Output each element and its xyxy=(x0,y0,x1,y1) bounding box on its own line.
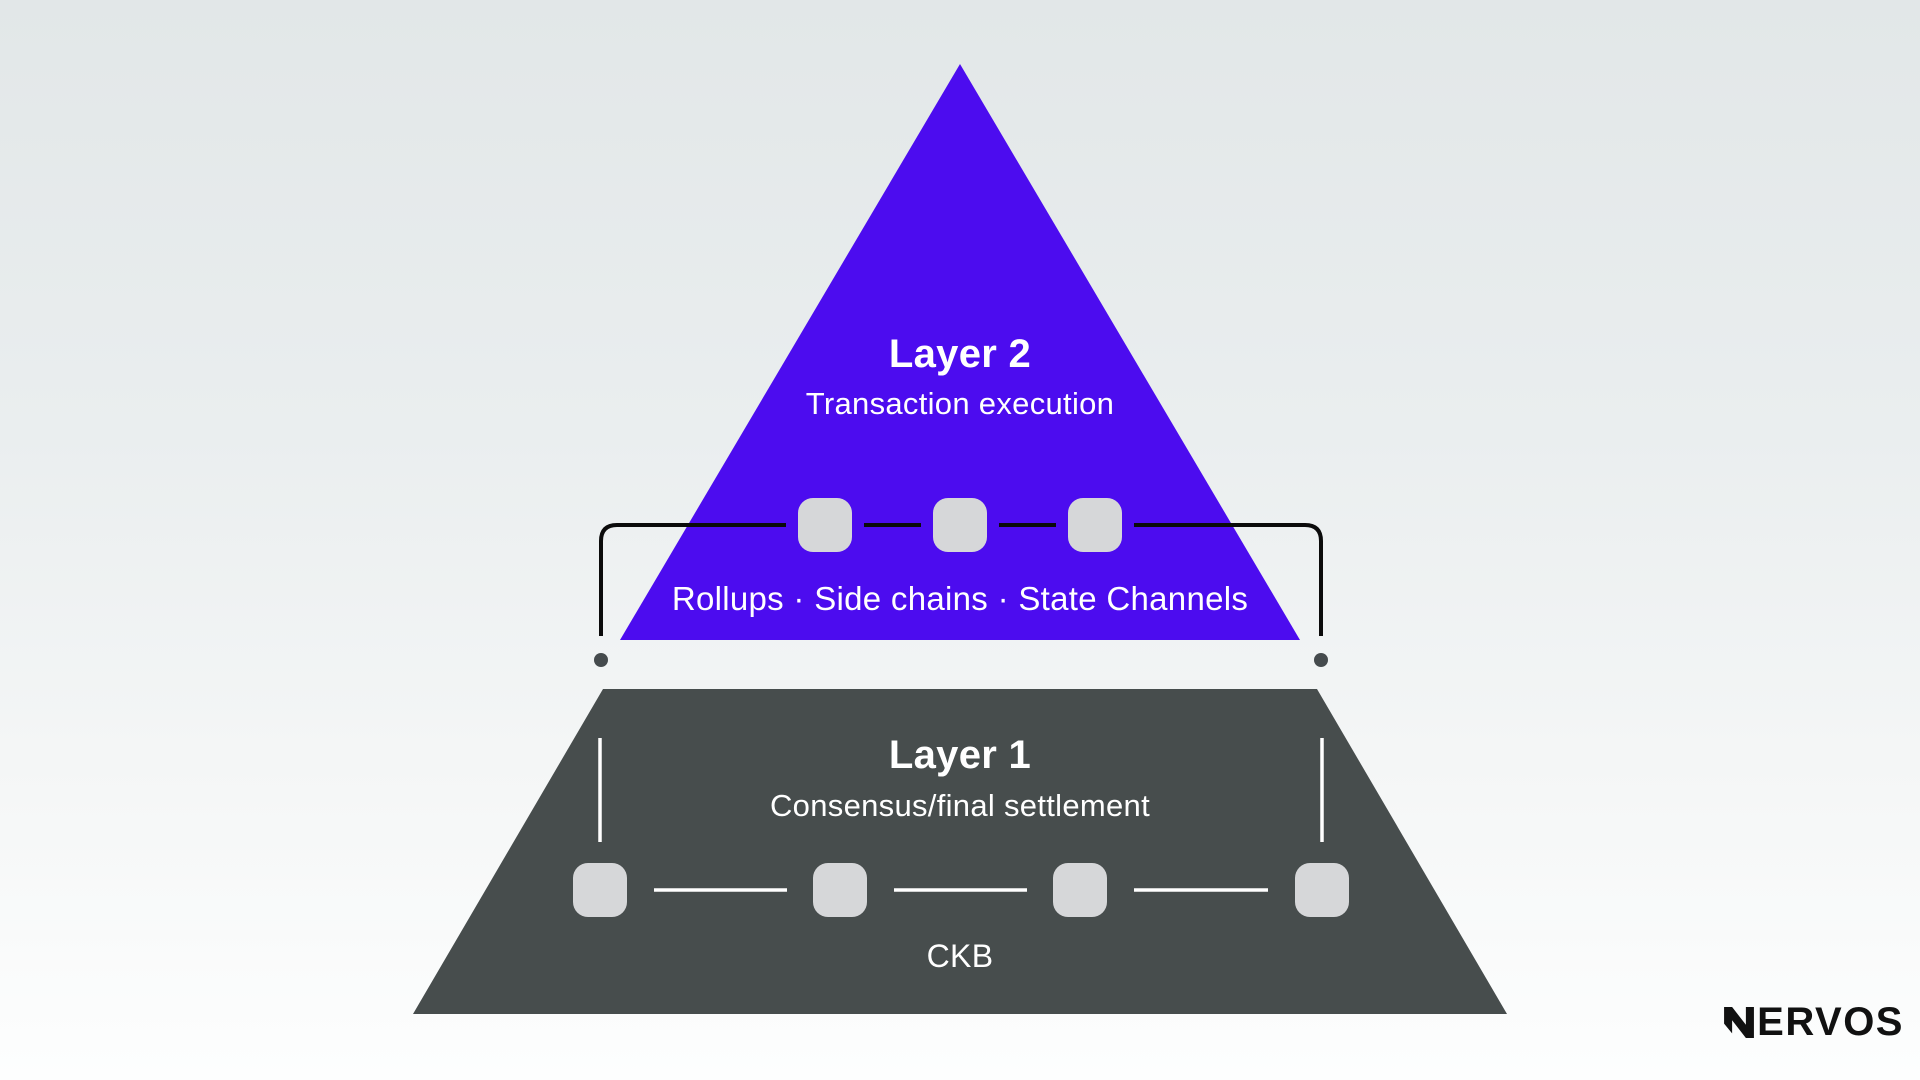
nervos-wordmark: ERVOS xyxy=(1757,1000,1904,1044)
layer1-node-square xyxy=(1295,863,1349,917)
nervos-logo: ERVOS xyxy=(1722,1002,1904,1042)
layer1-node-square xyxy=(813,863,867,917)
layer1-node-square xyxy=(1053,863,1107,917)
bracket-dot-left xyxy=(594,653,608,667)
layer2-title: Layer 2 xyxy=(888,332,1032,376)
layer2-bracket-right xyxy=(1134,523,1323,636)
layer2-node-square xyxy=(798,498,852,552)
nervos-n-glyph xyxy=(1724,1006,1755,1038)
layer1-node-square xyxy=(573,863,627,917)
layer1-ckb-label: CKB xyxy=(926,938,994,974)
bracket-dot-right xyxy=(1314,653,1328,667)
layer2-node-square xyxy=(1068,498,1122,552)
layer2-subtitle: Transaction execution xyxy=(805,386,1115,421)
layer1-subtitle: Consensus/final settlement xyxy=(770,788,1150,823)
layer2-node-square xyxy=(933,498,987,552)
layer2-triangle xyxy=(620,64,1300,640)
layer2-services: Rollups · Side chains · State Channels xyxy=(671,580,1249,617)
layer2-bracket-left xyxy=(599,523,786,636)
layer1-title: Layer 1 xyxy=(888,733,1032,777)
layer1-trapezoid xyxy=(413,689,1507,1014)
